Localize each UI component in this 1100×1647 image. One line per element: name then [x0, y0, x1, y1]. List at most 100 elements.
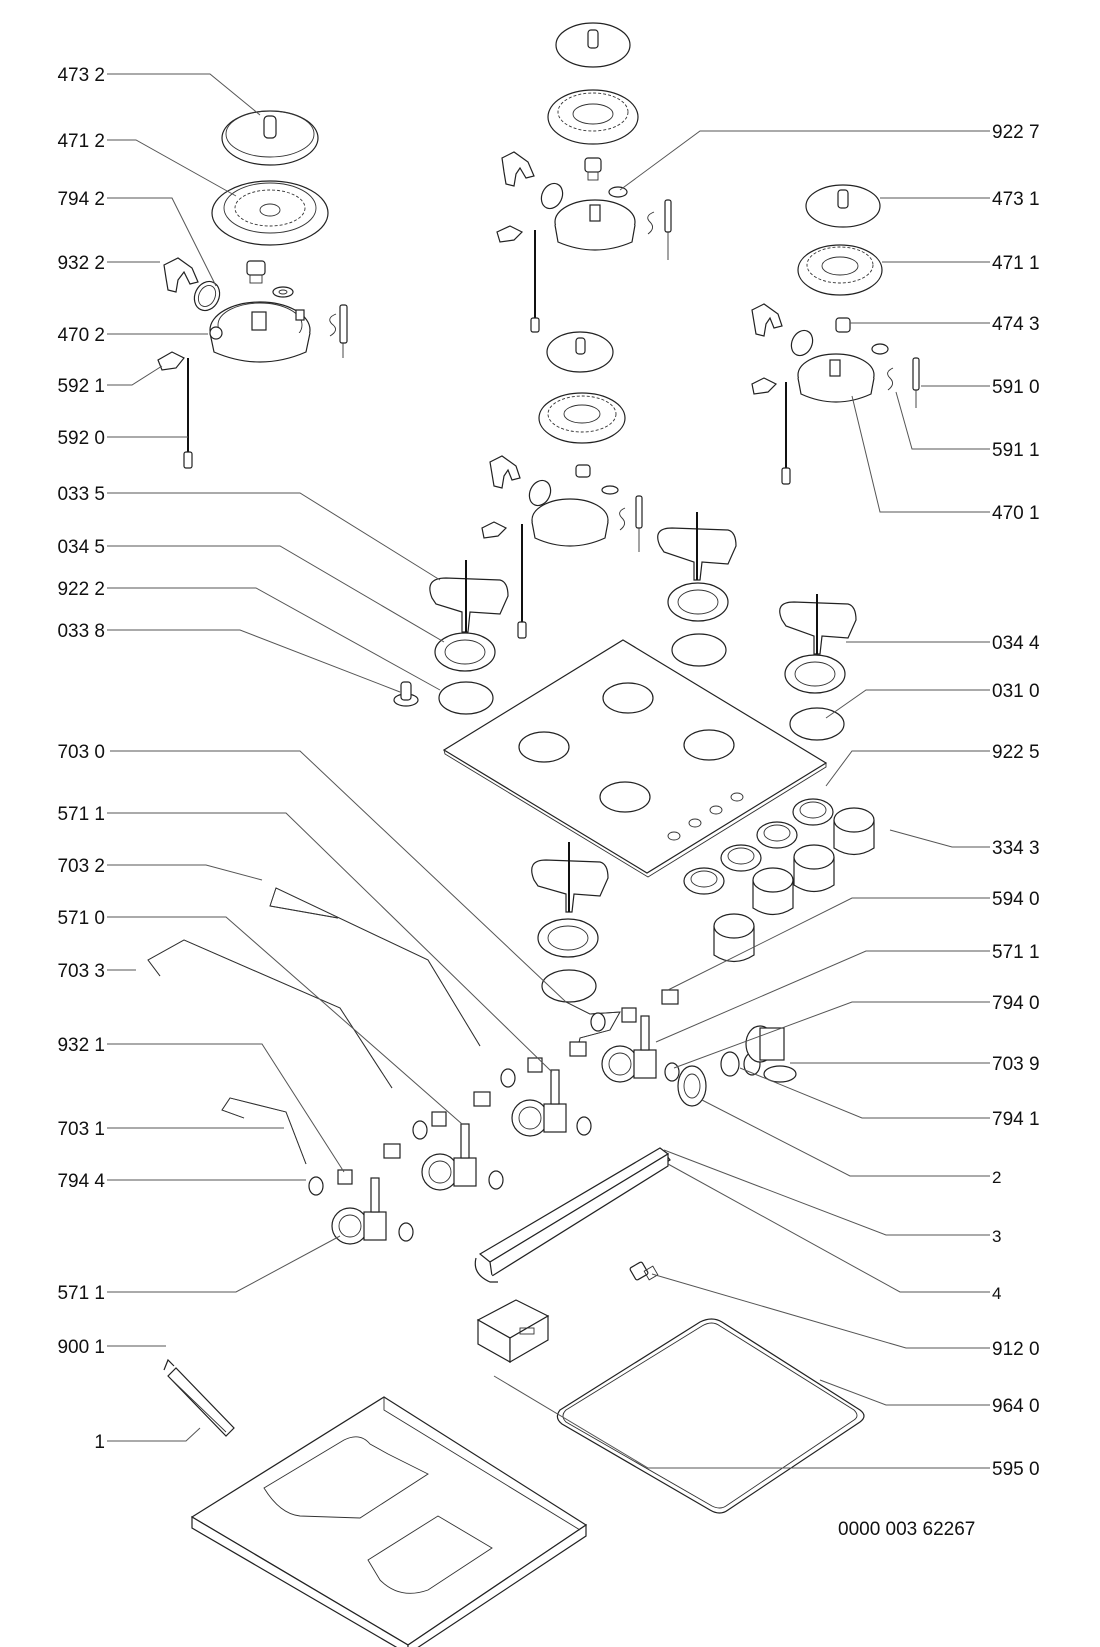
knob-bezel-2 — [720, 844, 762, 872]
callout-label-703-1: 703 1 — [57, 1119, 105, 1140]
leader-470-1 — [851, 395, 990, 513]
callout-label-964-0: 964 0 — [992, 1396, 1040, 1417]
gas-valve-2 — [421, 1123, 477, 1191]
callout-label-591-1: 591 1 — [992, 440, 1040, 461]
seal-ring-top-center — [540, 182, 564, 210]
spring-clip-top-center — [647, 211, 655, 235]
leader-571-0 — [107, 916, 463, 1125]
leader-594-0 — [667, 897, 990, 991]
document-number: 0000 003 62267 — [838, 1519, 975, 1540]
callout-label-595-0: 595 0 — [992, 1459, 1040, 1480]
burner-cap-left — [221, 110, 319, 166]
burner-cap-top-center — [555, 22, 631, 68]
control-knob-4 — [833, 807, 875, 856]
thermocouple-right — [751, 377, 791, 485]
manifold-bracket — [474, 1147, 670, 1283]
callout-label-571-0: 571 0 — [57, 908, 105, 929]
knob-spindle-pin — [393, 681, 419, 707]
clip-left — [163, 257, 199, 293]
callout-label-592-0: 592 0 — [57, 428, 105, 449]
callout-label-033-8: 033 8 — [57, 621, 105, 642]
callout-label-703-2: 703 2 — [57, 856, 105, 877]
callout-label-703-9: 703 9 — [992, 1054, 1040, 1075]
control-knob-3 — [793, 844, 835, 893]
callout-label-2: 2 — [992, 1168, 1001, 1187]
leader-2 — [701, 1099, 990, 1177]
control-knob-2 — [752, 867, 794, 916]
burner-cap-middle-center — [546, 331, 614, 373]
leader-033-8 — [107, 629, 401, 693]
leader-794-2 — [107, 197, 217, 287]
injector-left — [246, 260, 294, 298]
burner-head-middle-center — [538, 392, 626, 444]
seal-ring-right — [790, 329, 814, 357]
callout-label-470-2: 470 2 — [57, 325, 105, 346]
trim-ring-right — [784, 654, 846, 694]
spring-clip-right — [887, 367, 894, 391]
pan-support-front — [531, 842, 609, 913]
leader-592-1 — [107, 365, 163, 386]
leader-034-5 — [107, 545, 445, 643]
spring-clip-left — [329, 313, 337, 337]
clip-right — [751, 303, 783, 337]
parts-drawing — [147, 22, 920, 1647]
valve-clips — [337, 989, 679, 1185]
control-knob-1 — [713, 913, 755, 963]
inlet-seal-ring — [720, 1051, 740, 1077]
trim-ring-front — [537, 918, 599, 958]
electrode-middle-center — [635, 495, 643, 552]
burner-base-right — [797, 353, 875, 403]
callout-label-571-1c: 571 1 — [992, 942, 1040, 963]
leader-794-1 — [739, 1067, 990, 1119]
burner-base-middle-center — [531, 498, 609, 547]
callout-label-794-1: 794 1 — [992, 1109, 1040, 1130]
seal-gasket-right — [789, 707, 845, 741]
callout-label-900-1: 900 1 — [57, 1337, 105, 1358]
thermocouple-left — [183, 358, 193, 469]
gas-pipe-703-0 — [565, 1001, 621, 1057]
callout-label-474-3: 474 3 — [992, 314, 1040, 335]
leader-595-0 — [493, 1375, 990, 1469]
leader-964-0 — [819, 1379, 990, 1406]
callout-label-922-2: 922 2 — [57, 579, 105, 600]
callout-label-922-5: 922 5 — [992, 742, 1040, 763]
burner-base-left — [209, 301, 311, 363]
knob-bezel-3 — [756, 821, 798, 849]
knob-bezel-4 — [792, 798, 834, 826]
seal-ring-left — [193, 280, 221, 312]
callout-label-471-1: 471 1 — [992, 253, 1040, 274]
pan-support-right-top — [657, 512, 737, 581]
callout-label-334-3: 334 3 — [992, 838, 1040, 859]
pan-support-left — [429, 560, 509, 633]
gas-pipe-703-3 — [147, 939, 393, 1089]
seal-gasket-left — [438, 681, 494, 715]
callout-label-031-0: 031 0 — [992, 681, 1040, 702]
ignition-box — [476, 1299, 550, 1364]
leader-031-0 — [825, 689, 990, 719]
callout-label-594-0: 594 0 — [992, 889, 1040, 910]
gas-pipe-703-1 — [221, 1097, 307, 1165]
leader-591-1 — [895, 391, 990, 450]
gas-valve-4 — [601, 1015, 657, 1083]
leader-571-1a — [107, 812, 553, 1073]
thermocouple-clip-left — [157, 351, 185, 371]
leader-1 — [107, 1427, 201, 1442]
inlet-elbow-fitting — [745, 1025, 797, 1083]
glass-top-plate — [442, 639, 828, 878]
leader-703-0 — [110, 750, 567, 1003]
burner-base-top-center — [554, 199, 636, 251]
leader-3 — [663, 1149, 990, 1236]
seal-gasket-right-top — [671, 633, 727, 667]
leader-922-5 — [825, 750, 990, 787]
callout-label-794-2: 794 2 — [57, 189, 105, 210]
thermocouple-top-center — [496, 225, 540, 333]
callout-label-473-2: 473 2 — [57, 65, 105, 86]
callout-label-794-0: 794 0 — [992, 993, 1040, 1014]
burner-head-top-center — [547, 89, 639, 145]
knob-bezel-1 — [683, 867, 725, 895]
callout-label-034-4: 034 4 — [992, 633, 1040, 654]
callout-label-932-2: 932 2 — [57, 253, 105, 274]
leader-471-2 — [107, 139, 237, 197]
